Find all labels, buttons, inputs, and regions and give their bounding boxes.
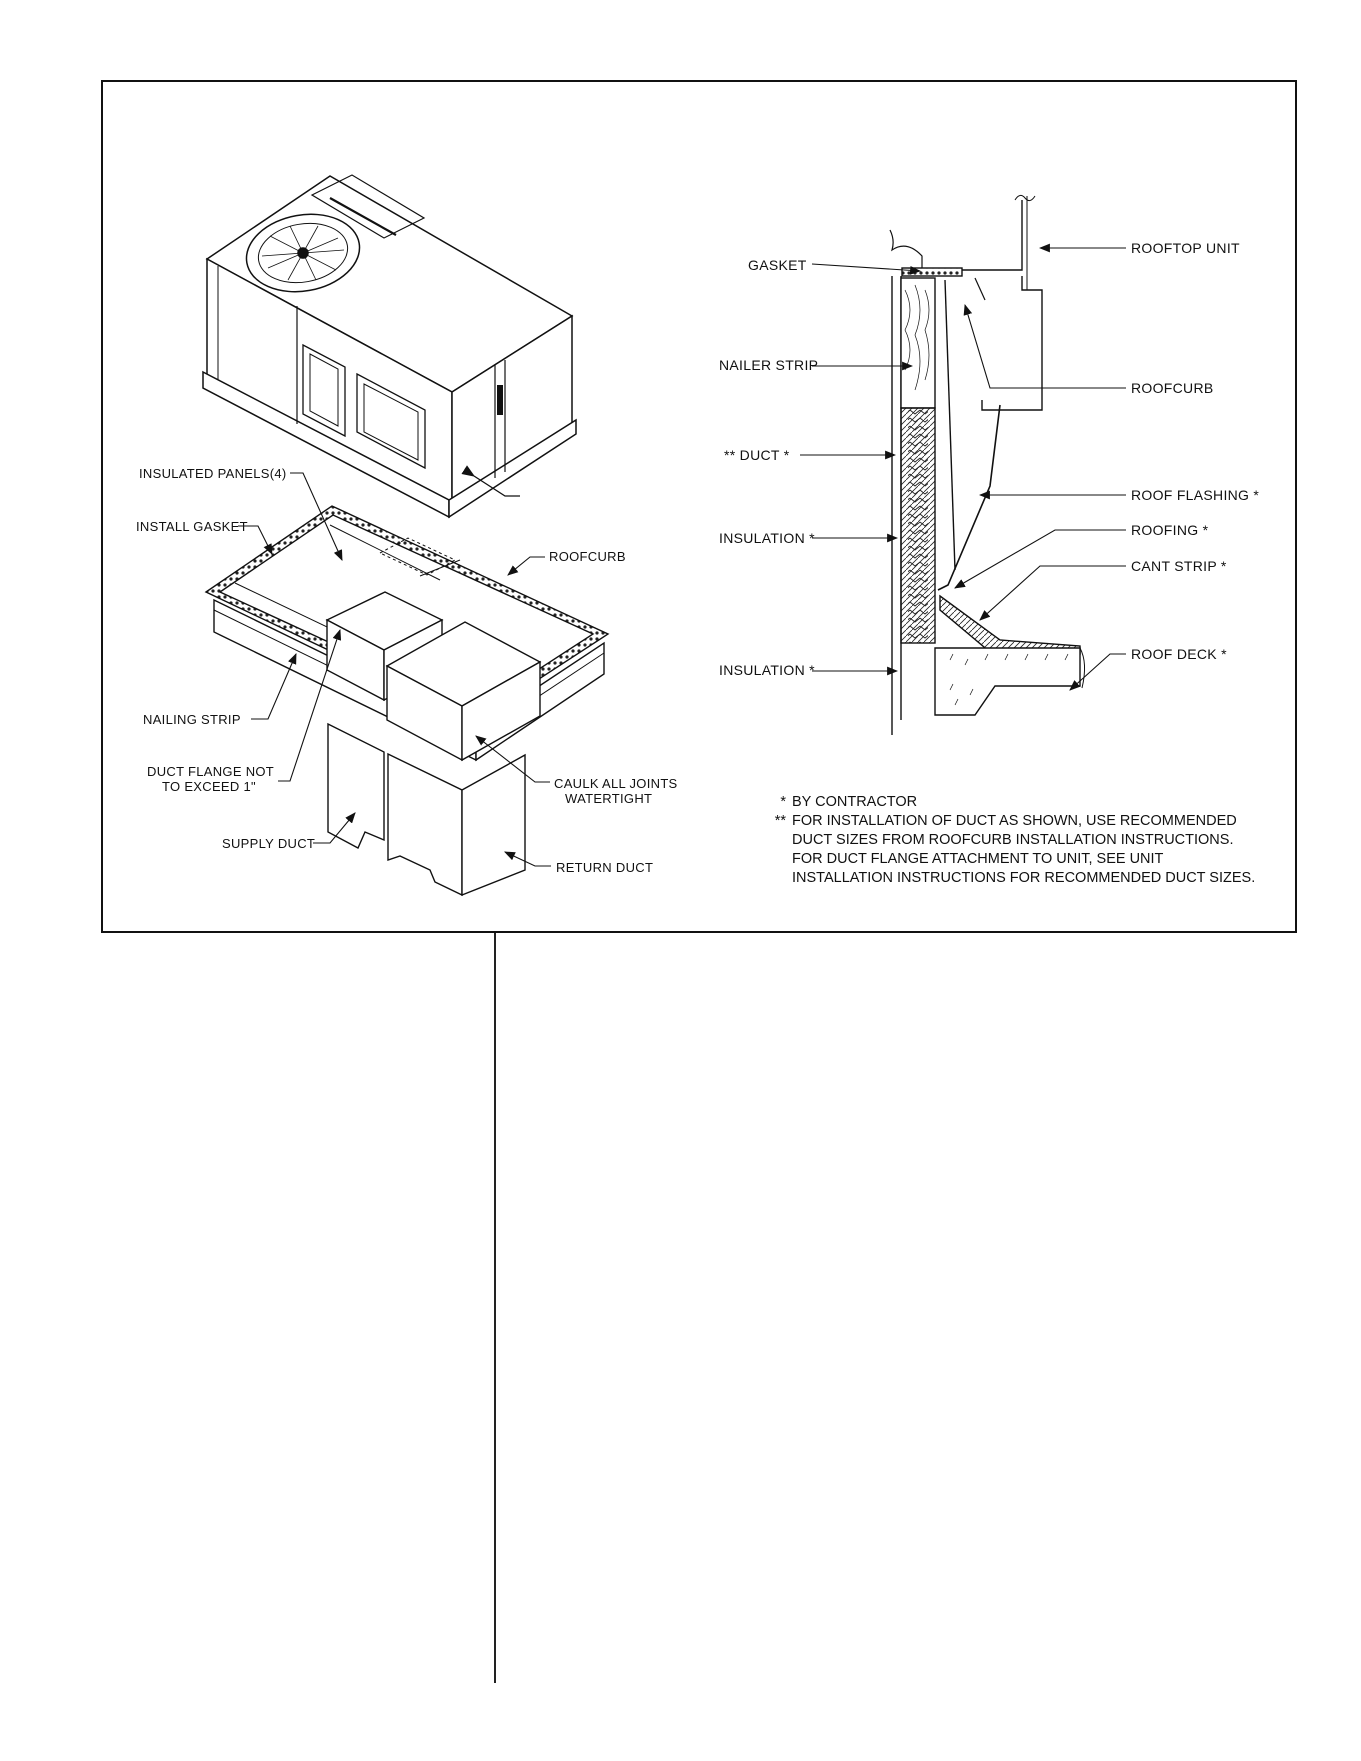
note2-line4: INSTALLATION INSTRUCTIONS FOR RECOMMENDE… [792,870,1256,886]
roofcurb-drawing [204,505,610,897]
note2-marker: ** [774,813,786,829]
note1-text: BY CONTRACTOR [792,794,918,810]
label-caulk-line1: CAULK ALL JOINTS [554,776,678,791]
label-roofing: ROOFING * [1131,522,1209,538]
note2-line1: FOR INSTALLATION OF DUCT AS SHOWN, USE R… [792,813,1237,829]
label-roofcurb-right: ROOFCURB [1131,380,1214,396]
label-return-duct: RETURN DUCT [556,860,654,875]
rooftop-unit-drawing [202,174,577,519]
note1-marker: * [780,794,786,810]
label-cant-strip: CANT STRIP * [1131,558,1227,574]
label-insulation-upper: INSULATION * [719,530,815,546]
label-duct: ** DUCT * [724,447,790,463]
note2-line2: DUCT SIZES FROM ROOFCURB INSTALLATION IN… [792,832,1234,848]
label-insulation-lower: INSULATION * [719,662,815,678]
label-nailer-strip: NAILER STRIP [719,357,819,373]
label-supply-duct: SUPPLY DUCT [222,836,316,851]
note-duct-sizes: ** FOR INSTALLATION OF DUCT AS SHOWN, US… [760,812,1255,831]
label-insulated-panels: INSULATED PANELS(4) [139,466,287,481]
column-divider [494,933,496,1683]
section-detail-drawing [889,194,1086,735]
note2-line3: FOR DUCT FLANGE ATTACHMENT TO UNIT, SEE … [792,851,1164,867]
label-duct-flange-line2: TO EXCEED 1" [162,779,256,794]
label-caulk-line2: WATERTIGHT [565,791,653,806]
figure-frame [101,80,1297,933]
label-duct-flange-line1: DUCT FLANGE NOT [147,764,275,779]
label-roofcurb-left: ROOFCURB [549,549,626,564]
label-roof-flashing: ROOF FLASHING * [1131,487,1260,503]
contractor-notes: * BY CONTRACTOR ** FOR INSTALLATION OF D… [760,793,1256,888]
label-nailing-strip: NAILING STRIP [143,712,241,727]
label-roof-deck: ROOF DECK * [1131,646,1227,662]
note-by-contractor: * BY CONTRACTOR [760,793,1255,812]
label-rooftop-unit: ROOFTOP UNIT [1131,240,1240,256]
label-install-gasket: INSTALL GASKET [136,519,248,534]
label-gasket: GASKET [748,257,807,273]
